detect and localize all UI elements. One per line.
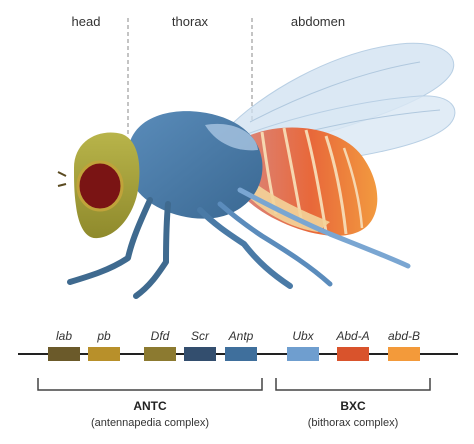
gene-block-3	[184, 347, 216, 361]
antc-name: ANTC	[133, 399, 167, 413]
bxc-bracket	[275, 378, 431, 391]
antc-bracket	[37, 378, 263, 391]
region-label-thorax: thorax	[172, 14, 209, 29]
fly-eye	[76, 160, 124, 212]
gene-label-0: lab	[56, 329, 72, 343]
region-label-head: head	[72, 14, 101, 29]
gene-cluster: lab pb Dfd Scr Antp Ubx Abd-A abd-B	[48, 329, 420, 361]
gene-block-2	[144, 347, 176, 361]
bxc-description: (bithorax complex)	[308, 417, 398, 429]
gene-block-7	[388, 347, 420, 361]
antc-description: (antennapedia complex)	[91, 417, 209, 429]
gene-label-6: Abd-A	[335, 329, 369, 343]
gene-block-1	[88, 347, 120, 361]
gene-label-5: Ubx	[292, 329, 314, 343]
gene-label-2: Dfd	[151, 329, 170, 343]
gene-label-7: abd-B	[388, 329, 420, 343]
gene-label-3: Scr	[191, 329, 210, 343]
gene-block-5	[287, 347, 319, 361]
bxc-name: BXC	[340, 399, 366, 413]
gene-block-6	[337, 347, 369, 361]
gene-block-0	[48, 347, 80, 361]
gene-label-1: pb	[96, 329, 111, 343]
fly-thorax	[127, 111, 263, 219]
fly-legs	[67, 187, 411, 299]
gene-block-4	[225, 347, 257, 361]
fly-abdomen	[230, 127, 378, 236]
region-label-abdomen: abdomen	[291, 14, 345, 29]
gene-label-4: Antp	[228, 329, 254, 343]
fly-head	[57, 132, 140, 239]
